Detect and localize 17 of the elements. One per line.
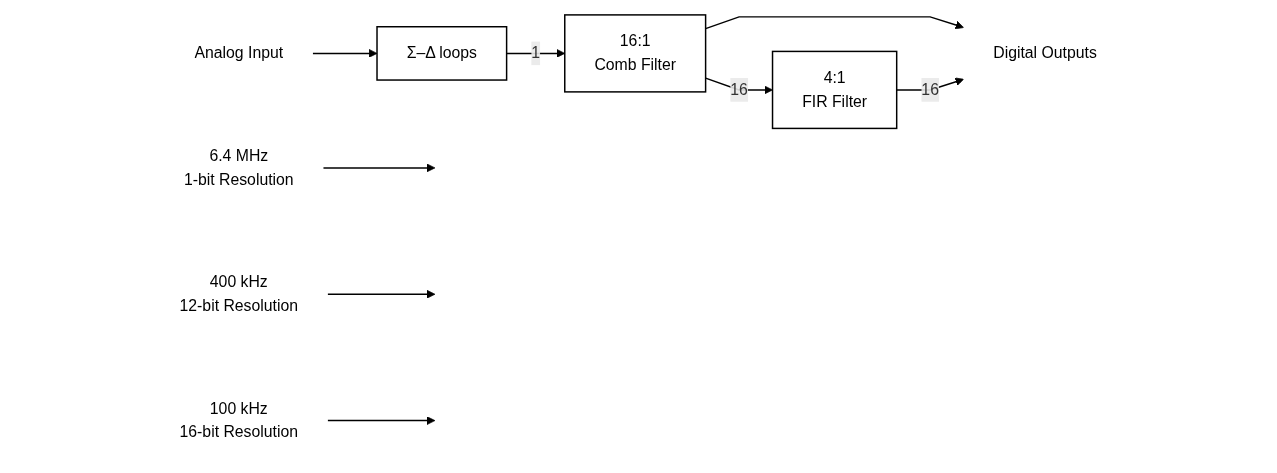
node-text: 100 kHz 16-bit Resolution xyxy=(179,399,299,440)
edge-label: 1 xyxy=(531,44,541,61)
arrow xyxy=(506,48,566,58)
node-box: 4:1 FIR Filter xyxy=(772,50,898,129)
arrow xyxy=(327,415,436,425)
node-text: 400 kHz 12-bit Resolution xyxy=(179,273,299,314)
node-text: Digital Outputs xyxy=(993,44,1098,61)
edge-label: 16 xyxy=(921,80,940,98)
arrow xyxy=(312,48,378,58)
node-box: 16:1 Comb Filter xyxy=(564,13,707,93)
node-text: 6.4 MHz 1-bit Resolution xyxy=(184,146,294,188)
arrow xyxy=(705,15,965,29)
node-box: Σ–Δ loops xyxy=(376,25,508,81)
arrow xyxy=(322,163,436,172)
edge-label: 16 xyxy=(730,80,749,98)
node-text: Analog Input xyxy=(194,44,284,61)
arrow xyxy=(327,289,436,299)
